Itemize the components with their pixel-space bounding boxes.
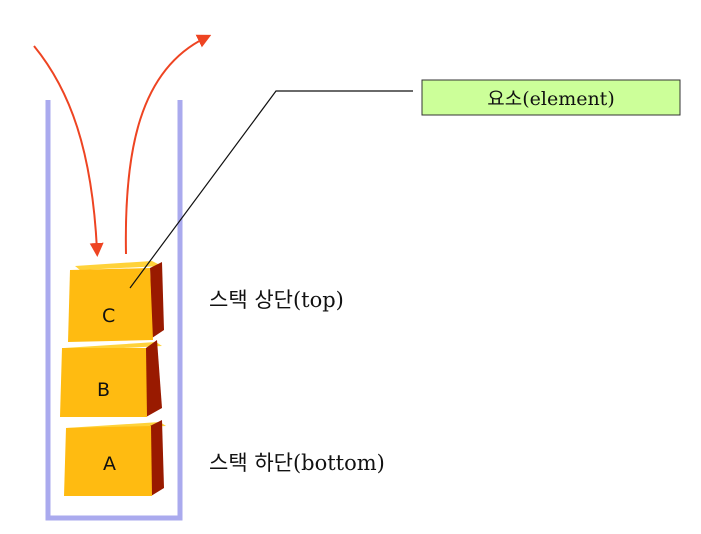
element-callout: 요소(element) <box>422 80 680 115</box>
block-b-label: B <box>97 379 110 401</box>
element-callout-label: 요소(element) <box>487 88 614 110</box>
stack-top-label: 스택 상단(top) <box>209 288 344 312</box>
block-a-side <box>150 420 164 496</box>
block-b: B <box>60 340 162 417</box>
block-a: A <box>64 420 166 496</box>
block-a-label: A <box>103 453 116 475</box>
block-c-label: C <box>102 305 115 327</box>
callout-leader-line <box>130 91 413 288</box>
stack-bottom-label: 스택 하단(bottom) <box>209 451 385 475</box>
arrow-down-icon <box>34 46 97 250</box>
block-b-side <box>146 340 162 417</box>
block-c: C <box>68 261 164 342</box>
arrow-up-icon <box>126 38 205 254</box>
